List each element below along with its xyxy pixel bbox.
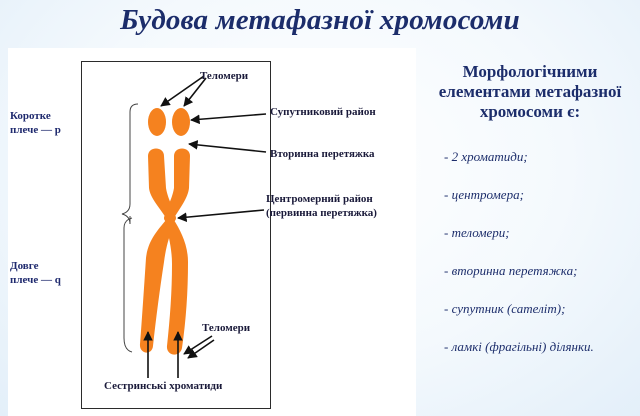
diagram-frame bbox=[81, 61, 271, 409]
label-short-arm-line2: плече — p bbox=[10, 124, 61, 136]
arrow-satellite bbox=[190, 113, 267, 125]
long-arm-left-chromatid bbox=[139, 220, 174, 353]
pointer-arrows bbox=[143, 75, 267, 378]
label-sister-chromatids: Сестринські хроматиди bbox=[104, 380, 223, 392]
label-telomeres-top: Теломери bbox=[200, 70, 249, 82]
label-long-arm-line1: Довге bbox=[10, 260, 39, 272]
chromosome bbox=[139, 108, 190, 355]
list-item: - центромера; bbox=[444, 187, 524, 202]
elements-heading: Морфологічними елементами метафазної хро… bbox=[420, 62, 640, 122]
arrow-secondary-constriction bbox=[188, 140, 267, 153]
label-centromere-region: Центромерний район bbox=[266, 193, 373, 205]
chromosome-diagram bbox=[121, 75, 267, 378]
short-arm-right-chromatid bbox=[166, 148, 190, 218]
label-long-arm-line2: плече — q bbox=[10, 274, 61, 286]
elements-heading-line3: хромосоми є: bbox=[479, 102, 581, 121]
long-arm-bracket bbox=[123, 217, 133, 353]
list-item: - вторинна перетяжка; bbox=[444, 263, 578, 278]
arrow-telomere-top-1 bbox=[160, 75, 205, 107]
list-item: - ламкі (фрагільні) ділянки. bbox=[444, 339, 594, 354]
label-secondary-constriction: Вторинна перетяжка bbox=[270, 148, 375, 160]
short-arm-left-chromatid bbox=[148, 148, 174, 218]
list-item: - супутник (сателіт); bbox=[444, 301, 566, 316]
list-item: - теломери; bbox=[444, 225, 510, 240]
diagram-panel: Теломери Супутниковий район Вторинна пер… bbox=[8, 48, 416, 416]
elements-heading-line2: елементами метафазної bbox=[438, 82, 622, 101]
satellite-left bbox=[148, 108, 166, 136]
label-satellite-region: Супутниковий район bbox=[270, 106, 376, 118]
satellite-right bbox=[172, 108, 190, 136]
label-primary-constriction: (первинна перетяжка) bbox=[266, 207, 377, 219]
elements-heading-line1: Морфологічними bbox=[462, 62, 598, 81]
long-arm-right-chromatid bbox=[166, 220, 188, 355]
label-telomeres-bottom: Теломери bbox=[202, 322, 251, 334]
arrow-telomere-bottom-2 bbox=[187, 339, 215, 359]
list-item: - 2 хроматиди; bbox=[444, 149, 528, 164]
short-arm-bracket bbox=[121, 103, 139, 225]
page-title: Будова метафазної хромосоми bbox=[120, 4, 520, 36]
arrow-centromere bbox=[177, 209, 265, 222]
label-short-arm-line1: Коротке bbox=[10, 110, 51, 122]
arrow-telomere-top-2 bbox=[183, 77, 207, 107]
